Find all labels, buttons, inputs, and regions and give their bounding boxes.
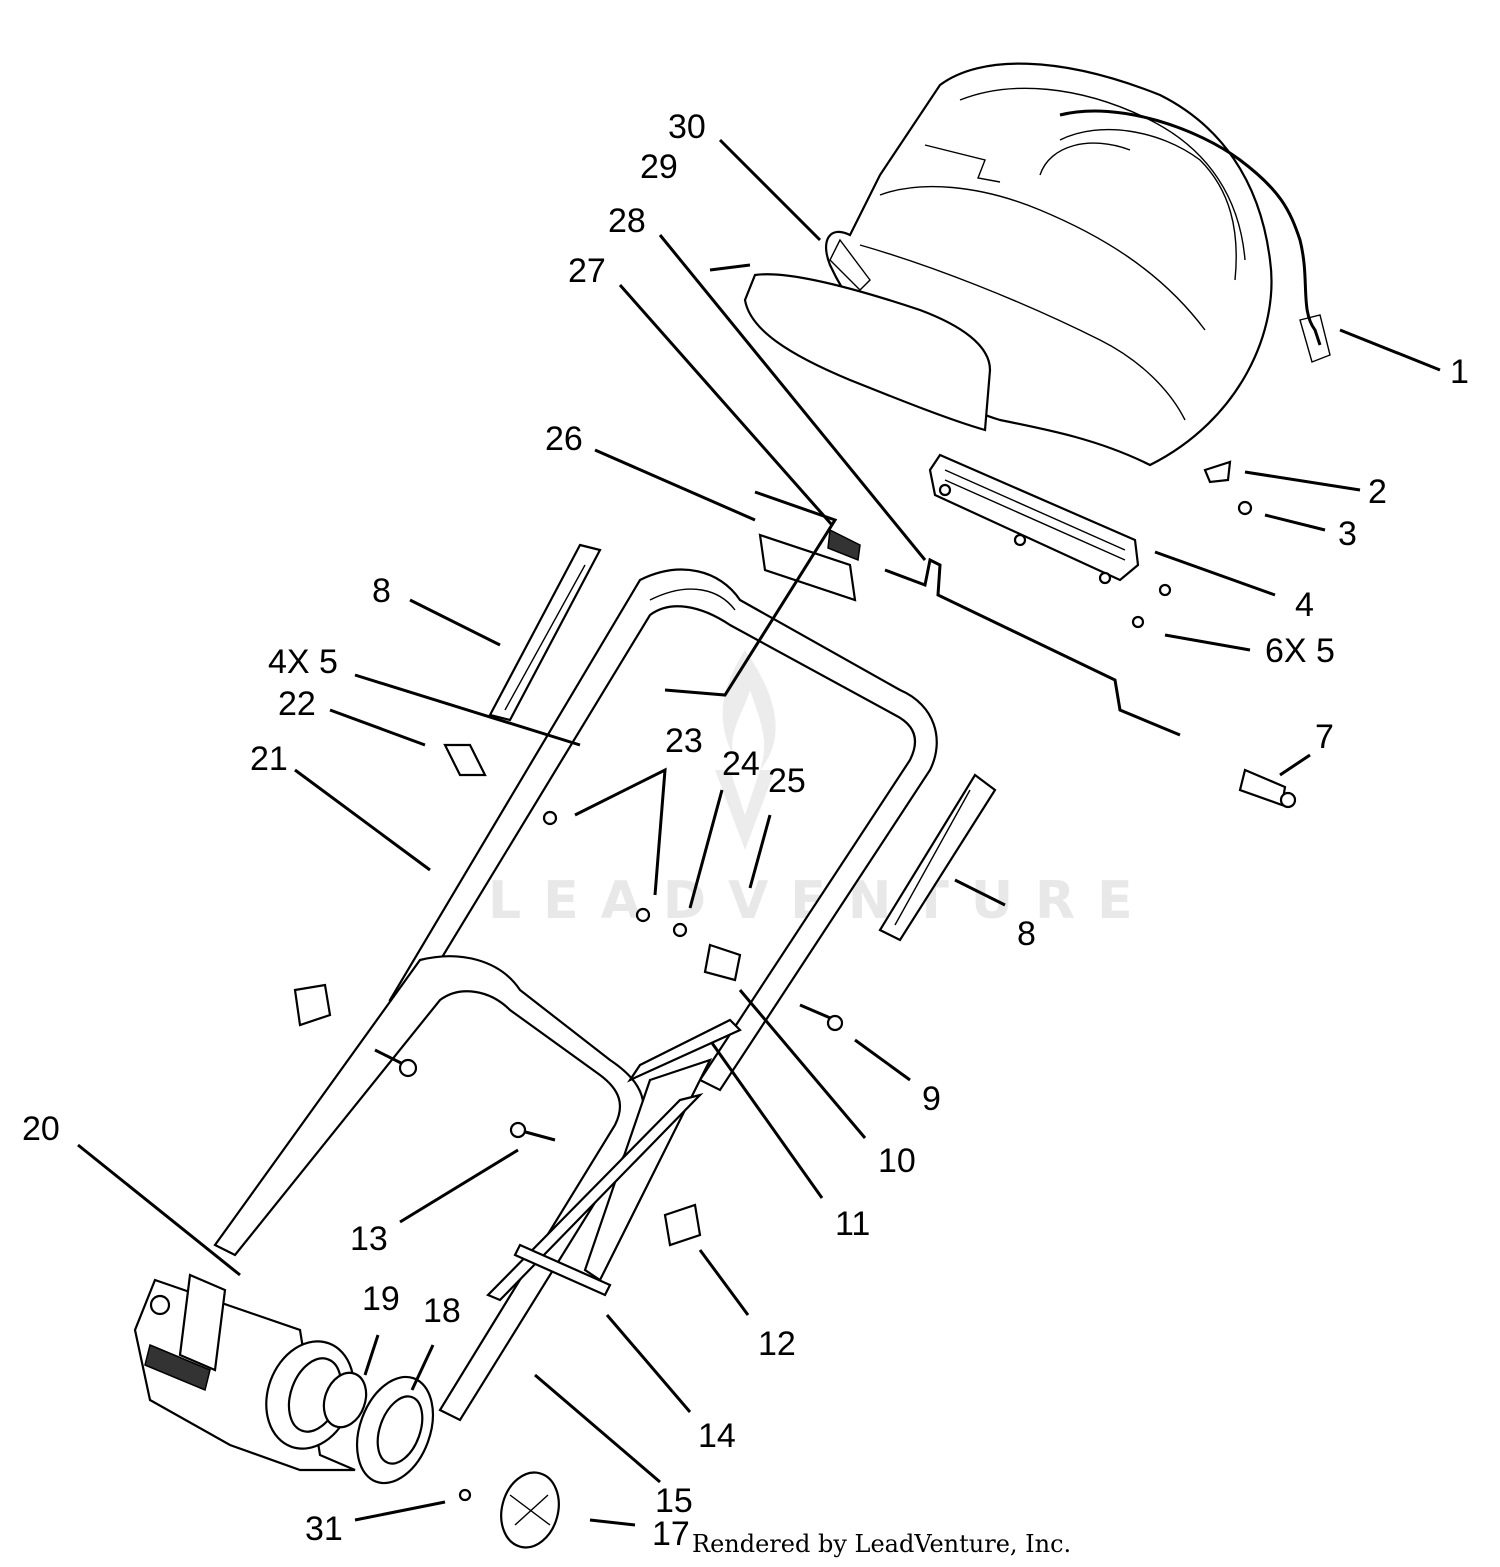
- callout-labels: 1 2 3 4 6X 5 7 8 8 4X 5 9 10 11 12 13 14…: [22, 108, 1469, 1553]
- part-31-screw: [458, 1488, 472, 1502]
- callout-3: 3: [1338, 515, 1357, 553]
- callout-28: 28: [608, 202, 646, 240]
- part-27-spring: [827, 528, 861, 562]
- callout-27: 27: [568, 252, 606, 290]
- part-21-upper-handle: [388, 568, 938, 1092]
- callout-18: 18: [423, 1292, 461, 1330]
- callout-13: 13: [350, 1220, 388, 1258]
- callout-2: 2: [1368, 473, 1387, 511]
- part-10-bracket: [703, 943, 742, 982]
- part-17-knob: [500, 1471, 560, 1549]
- callout-17: 17: [652, 1515, 690, 1553]
- part-knob-upper: [293, 983, 332, 1027]
- callout-1: 1: [1450, 353, 1469, 391]
- callout-22: 22: [278, 685, 316, 723]
- part-1-bail-rod: [1059, 109, 1322, 346]
- part-screw-b: [1131, 615, 1145, 629]
- part-12-knob: [663, 1203, 702, 1247]
- part-18-wheel: [356, 1375, 434, 1485]
- v-logo-icon: [715, 770, 775, 850]
- callout-11: 11: [835, 1205, 870, 1243]
- part-2-bracket: [1203, 460, 1232, 484]
- callout-15: 15: [655, 1482, 693, 1520]
- part-23-nut-a: [542, 810, 558, 826]
- callout-24: 24: [722, 745, 760, 783]
- callout-26: 26: [545, 420, 583, 458]
- callout-20: 20: [22, 1110, 60, 1148]
- callout-8-upper: 8: [372, 572, 391, 610]
- callout-21: 21: [250, 740, 288, 778]
- part-13-bolt: [509, 1121, 556, 1142]
- part-4-cable-guide: [928, 453, 1140, 585]
- part-7-cable-end: [1238, 768, 1287, 807]
- part-24-washer: [672, 922, 688, 938]
- part-screw-a: [1158, 583, 1172, 597]
- callout-4x5: 4X 5: [268, 643, 338, 681]
- part-28-control-rod: [884, 557, 1181, 737]
- part-26-sleeve: [758, 533, 857, 602]
- callout-12: 12: [758, 1325, 796, 1363]
- part-19-wheel-hub: [265, 1340, 368, 1450]
- part-29-label: [743, 273, 992, 432]
- part-14-crossbar: [513, 1243, 612, 1297]
- callout-6x5: 6X 5: [1265, 632, 1335, 670]
- credit-text: Rendered by LeadVenture, Inc.: [692, 1530, 1071, 1558]
- callout-10: 10: [878, 1142, 916, 1180]
- callout-29: 29: [640, 148, 678, 186]
- part-bolt-upper: [374, 1048, 418, 1078]
- part-3-screw: [1237, 500, 1253, 516]
- callout-4: 4: [1295, 586, 1314, 624]
- callout-25: 25: [768, 762, 806, 800]
- part-1-bail-end: [1299, 314, 1331, 363]
- callout-23: 23: [665, 722, 703, 760]
- part-14-15-lower-handle: [213, 955, 742, 1422]
- part-22-clip: [443, 743, 487, 777]
- part-8-grip-lower: [878, 773, 997, 942]
- callout-7: 7: [1315, 718, 1334, 756]
- callout-30: 30: [668, 108, 706, 146]
- part-23-nut-b: [635, 907, 651, 923]
- callout-14: 14: [698, 1417, 736, 1455]
- part-7-tip: [1279, 791, 1297, 809]
- callout-31: 31: [305, 1510, 343, 1548]
- callout-8-lower: 8: [1017, 915, 1036, 953]
- part-9-bolt: [799, 1003, 844, 1032]
- callout-19: 19: [362, 1280, 400, 1318]
- part-8-grip-upper: [488, 543, 602, 722]
- leader-lines: [77, 138, 1441, 1527]
- part-30-control-panel: [825, 62, 1273, 467]
- callout-9: 9: [922, 1080, 941, 1118]
